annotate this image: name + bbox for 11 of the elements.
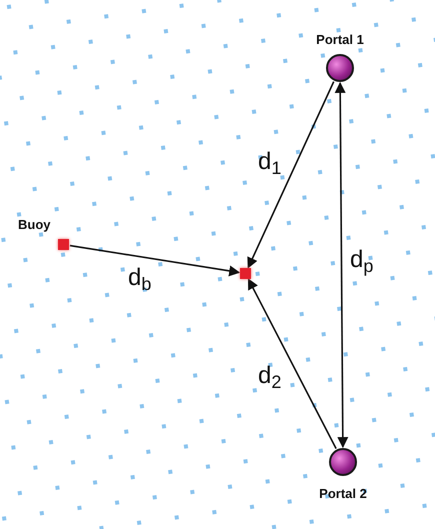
arrow (334, 82, 348, 448)
edge-label: d$_{b}$ (128, 264, 152, 292)
edge-label: d$_{1}$ (258, 148, 282, 176)
edge-label: d$_{2}$ (258, 362, 282, 390)
node-label: Portal 1 (316, 31, 364, 49)
arrow (248, 278, 337, 450)
node-label: Portal 2 (319, 485, 367, 503)
arrow (247, 81, 334, 269)
arrow (70, 244, 240, 276)
node-label: Buoy (18, 216, 50, 234)
edge-label: d$_{p}$ (350, 246, 374, 274)
